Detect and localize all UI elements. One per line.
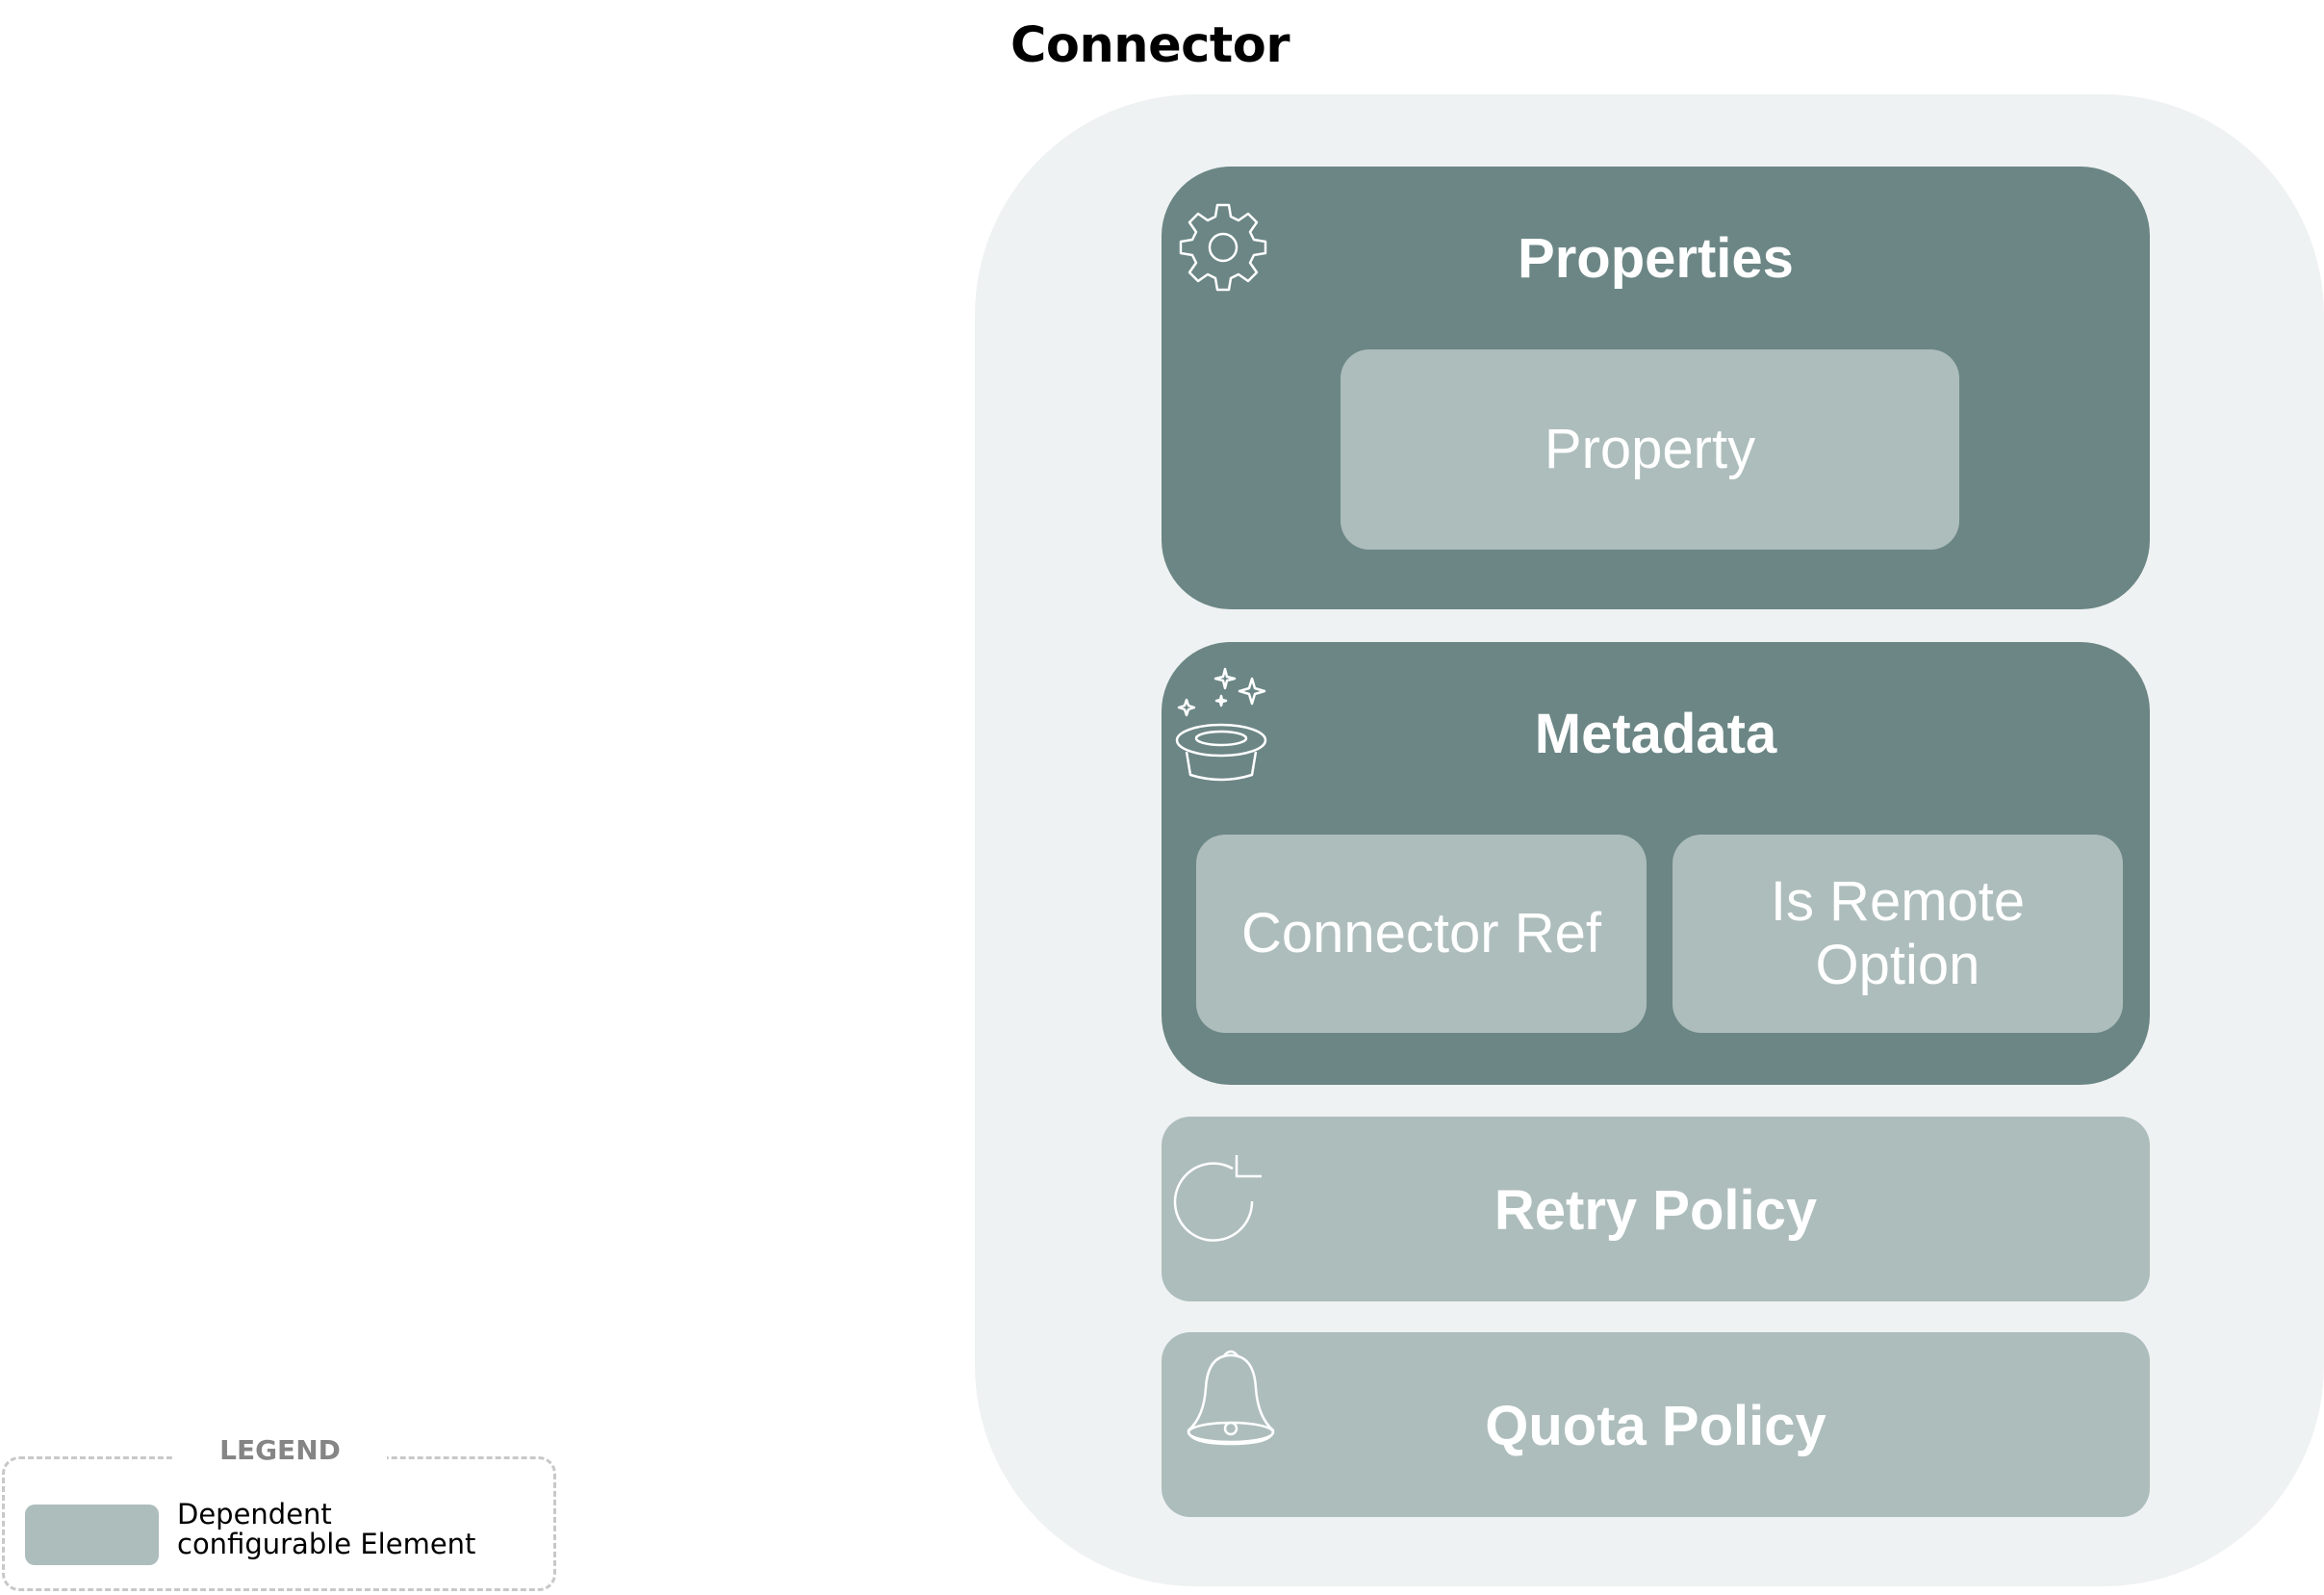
- retry-policy-card: Retry Policy: [1162, 1117, 2150, 1301]
- connector-ref-box: Connector Ref: [1196, 835, 1647, 1033]
- property-box: Property: [1341, 349, 1959, 550]
- properties-card: Properties Property: [1162, 167, 2150, 609]
- is-remote-option-box: Is Remote Option: [1673, 835, 2123, 1033]
- refresh-icon: [1173, 1151, 1269, 1248]
- bell-icon: [1185, 1344, 1277, 1452]
- gear-icon: [1177, 201, 1269, 294]
- metadata-heading: Metadata: [1534, 703, 1777, 765]
- diagram-title: Connector: [1010, 17, 1290, 74]
- legend-label: Dependent configurable Element: [177, 1498, 476, 1560]
- legend-swatch: [25, 1505, 159, 1565]
- properties-heading: Properties: [1518, 227, 1794, 290]
- quota-policy-card: Quota Policy: [1162, 1332, 2150, 1517]
- quota-policy-heading: Quota Policy: [1485, 1395, 1826, 1457]
- legend-title: LEGEND: [173, 1434, 387, 1466]
- retry-policy-heading: Retry Policy: [1494, 1179, 1818, 1242]
- magic-hat-icon: [1173, 667, 1273, 783]
- metadata-card: Metadata Connector Ref Is Remote Option: [1162, 642, 2150, 1085]
